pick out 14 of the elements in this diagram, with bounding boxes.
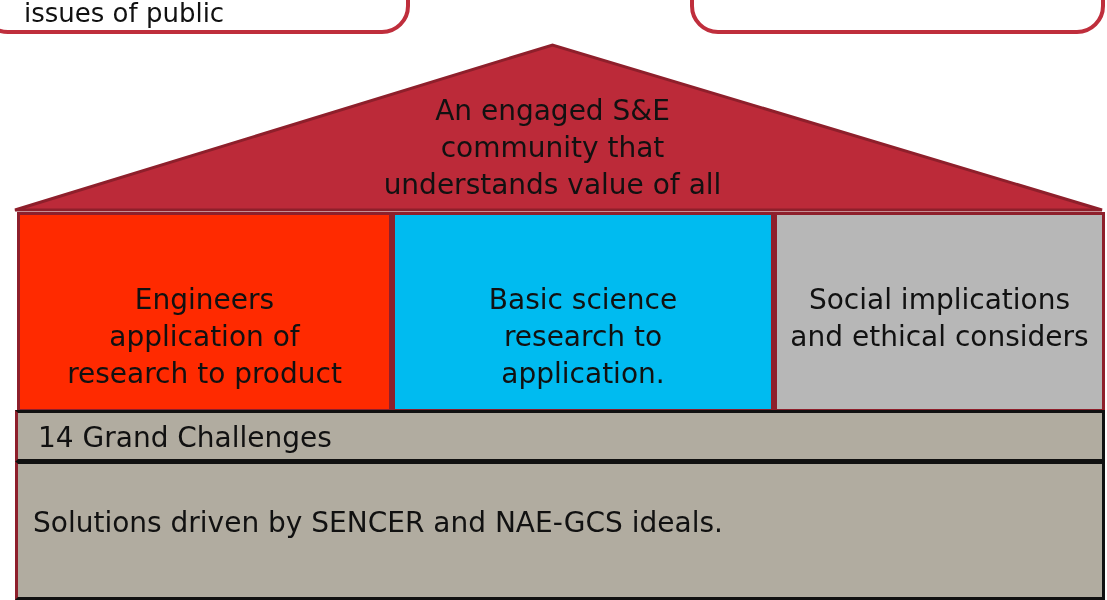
pillar-box xyxy=(774,212,1105,412)
box-text: issues of public xyxy=(24,0,225,28)
pillar-text: Basic science research to application. xyxy=(487,282,679,392)
base-box xyxy=(15,461,1105,600)
rounded-box xyxy=(690,0,1105,34)
roof-text: An engaged S&E community that understands value of all xyxy=(382,93,723,203)
pillar-box xyxy=(17,212,392,412)
pillar-text: Engineers application of research to product xyxy=(66,282,343,392)
pillar-box xyxy=(392,212,774,412)
rounded-box xyxy=(0,0,410,34)
base-text: Solutions driven by SENCER and NAE-GCS ideals. xyxy=(33,506,723,539)
pillar-text: Social implications and ethical considers xyxy=(789,282,1090,355)
band-box xyxy=(15,410,1105,462)
band-text: 14 Grand Challenges xyxy=(38,421,332,454)
